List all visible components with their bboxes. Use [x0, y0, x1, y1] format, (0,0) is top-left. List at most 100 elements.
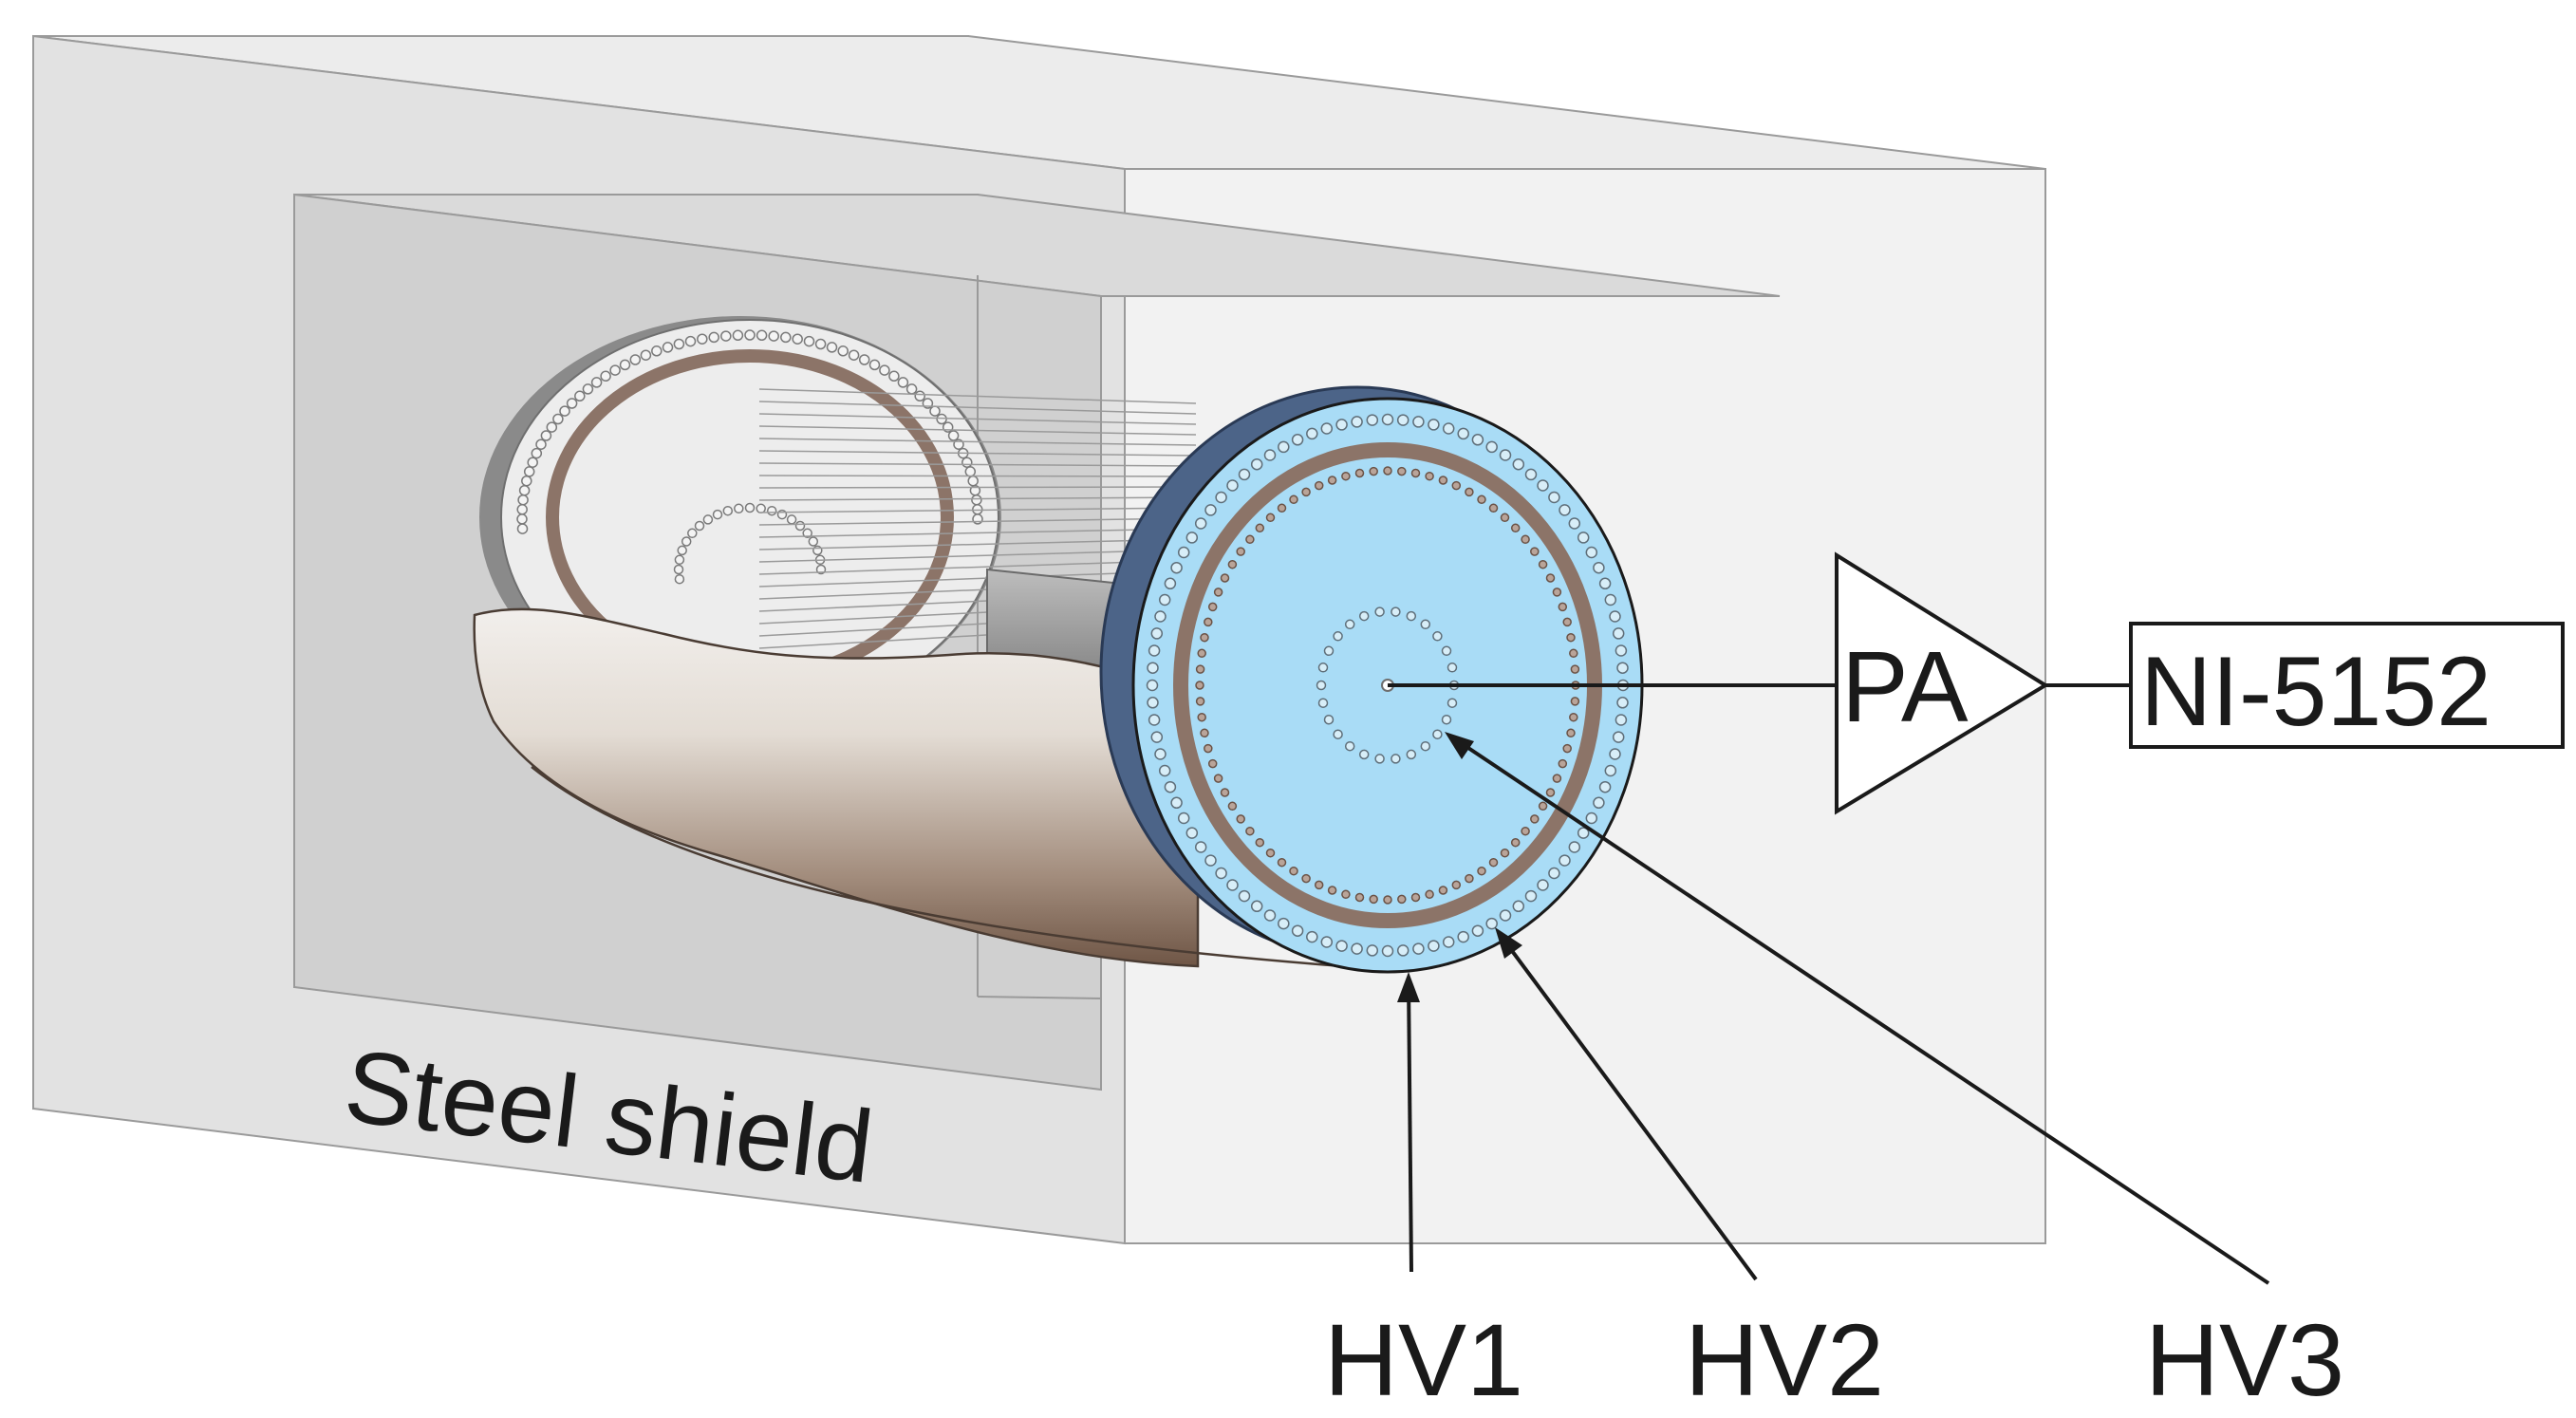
- front-hole: [1263, 909, 1277, 922]
- front-ring-hole: [1341, 889, 1351, 900]
- front-ring-hole: [1397, 894, 1407, 905]
- front-ring-hole: [1255, 523, 1265, 533]
- rear-inner-hole: [734, 503, 744, 514]
- rear-inner-hole: [786, 514, 797, 525]
- rear-inner-hole: [687, 528, 698, 539]
- tube-bottom-edge: [531, 766, 1396, 972]
- rear-hole: [964, 466, 977, 477]
- rear-hole: [837, 345, 849, 357]
- axial-wire: [758, 450, 1197, 457]
- axial-wire: [758, 388, 1197, 404]
- rear-hole: [732, 329, 744, 342]
- front-hole: [1568, 517, 1581, 530]
- axial-wire: [758, 549, 1197, 563]
- front-ring-hole: [1465, 487, 1474, 497]
- rear-inner-hole: [756, 503, 766, 514]
- front-ring-hole: [1552, 588, 1562, 597]
- rear-hole: [848, 349, 860, 361]
- axial-wire: [758, 496, 1197, 501]
- front-hole: [1512, 457, 1525, 471]
- front-ring-hole: [1521, 826, 1530, 836]
- rear-hole: [768, 330, 779, 342]
- digitizer-box: [2129, 622, 2565, 749]
- front-center-hole: [1391, 606, 1401, 617]
- front-hole: [1593, 561, 1605, 574]
- front-hole: [1306, 427, 1318, 440]
- front-center-hole: [1358, 610, 1370, 622]
- front-hole: [1147, 697, 1159, 709]
- front-ring-hole: [1204, 617, 1213, 627]
- front-hole: [1548, 867, 1560, 880]
- front-ring-hole: [1227, 559, 1238, 569]
- rear-hole: [744, 329, 756, 341]
- front-center-hole: [1391, 754, 1401, 764]
- front-ring-hole: [1451, 480, 1462, 491]
- front-ring-hole: [1227, 801, 1238, 812]
- front-hole: [1158, 764, 1171, 777]
- front-hole: [1609, 748, 1621, 760]
- hv1-arrowhead: [1397, 972, 1420, 1002]
- front-ring-hole: [1570, 664, 1580, 674]
- axial-wire: [758, 425, 1197, 436]
- front-hole: [1524, 889, 1538, 903]
- front-hole: [1170, 561, 1183, 574]
- front-center-hole: [1333, 631, 1343, 642]
- front-ring-hole: [1369, 894, 1378, 905]
- front-center-hole: [1344, 740, 1355, 752]
- front-hole: [1204, 854, 1217, 867]
- front-ring-hole: [1558, 602, 1568, 612]
- front-center-hole: [1432, 631, 1443, 642]
- front-ring-hole: [1314, 880, 1324, 890]
- rear-hole: [640, 349, 652, 361]
- front-hole: [1164, 780, 1177, 793]
- front-hole: [1226, 479, 1239, 492]
- front-hole: [1485, 440, 1498, 454]
- rear-hole: [590, 377, 603, 388]
- front-hole: [1154, 610, 1167, 623]
- front-hole: [1320, 422, 1334, 435]
- front-hole: [1471, 434, 1484, 446]
- front-hole: [1499, 909, 1512, 922]
- rear-hole: [814, 338, 827, 350]
- rear-hole: [559, 405, 570, 417]
- axial-wire: [758, 507, 1197, 513]
- front-hole: [1226, 879, 1239, 891]
- rear-hole: [629, 354, 642, 365]
- front-hole: [1291, 434, 1304, 446]
- front-ring-hole: [1425, 471, 1434, 481]
- rear-hole: [826, 342, 838, 353]
- front-hole: [1335, 940, 1348, 952]
- front-ring-hole: [1510, 523, 1521, 533]
- front-hole: [1428, 419, 1440, 431]
- front-ring-hole: [1200, 728, 1209, 738]
- rear-hole: [947, 430, 960, 441]
- front-ring-hole: [1488, 857, 1499, 868]
- inner-floor-edge: [977, 996, 1102, 999]
- front-hole: [1335, 419, 1348, 431]
- front-hole: [1204, 504, 1217, 516]
- front-ring-hole: [1195, 681, 1204, 690]
- front-hole: [1250, 900, 1263, 913]
- hv1-arrow-line: [1407, 979, 1413, 1273]
- front-ring-hole: [1566, 632, 1576, 643]
- front-ring-hole: [1265, 848, 1276, 858]
- front-hole: [1457, 930, 1469, 943]
- front-ring-hole: [1277, 857, 1287, 868]
- front-hole: [1559, 504, 1571, 516]
- axial-wire: [758, 413, 1197, 425]
- front-ring-hole: [1245, 534, 1255, 545]
- rear-hole: [780, 331, 792, 344]
- front-hole: [1278, 440, 1290, 454]
- front-ring-hole: [1465, 873, 1474, 884]
- rear-hole: [897, 377, 909, 388]
- rear-inner-hole: [766, 505, 777, 516]
- rear-hole: [967, 475, 979, 487]
- rear-inner-hole: [802, 528, 812, 539]
- front-ring-hole: [1301, 487, 1311, 497]
- front-ring-hole: [1562, 743, 1572, 754]
- front-ring-hole: [1327, 886, 1337, 895]
- rear-hole: [582, 383, 594, 395]
- front-hole: [1351, 416, 1363, 428]
- rear-hole: [858, 354, 870, 365]
